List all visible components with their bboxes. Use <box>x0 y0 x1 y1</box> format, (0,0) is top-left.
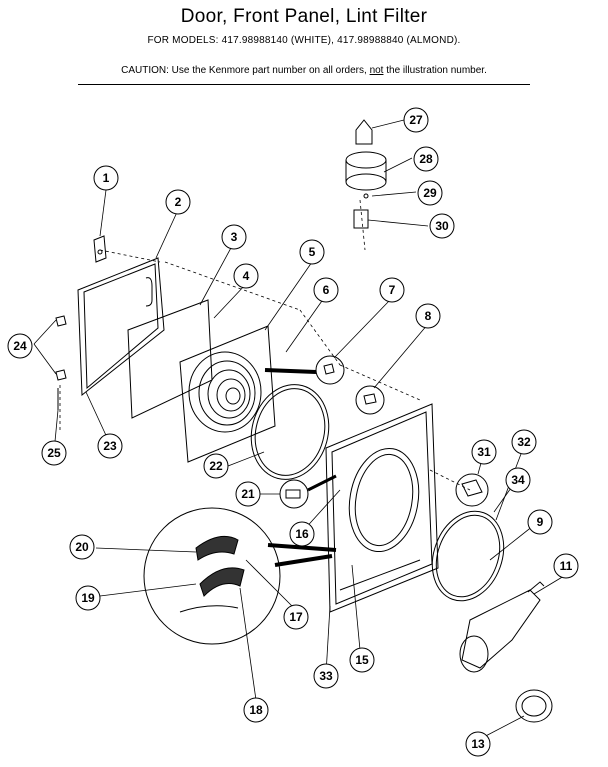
detail-magnifier <box>143 507 337 645</box>
callout-33-label: 33 <box>319 669 333 683</box>
callout-11-label: 11 <box>560 559 573 573</box>
callout-27-label: 27 <box>409 113 423 127</box>
callout-34-label: 34 <box>511 473 525 487</box>
callout-23: 23 <box>97 433 123 459</box>
callout-5-label: 5 <box>309 245 316 259</box>
callout-9-label: 9 <box>537 515 544 529</box>
callout-8: 8 <box>415 303 441 329</box>
callout-33: 33 <box>313 663 339 689</box>
caution-prefix: CAUTION: Use the Kenmore part number on … <box>121 65 370 76</box>
diagram-title: Door, Front Panel, Lint Filter <box>180 6 428 27</box>
callout-22: 22 <box>203 453 229 479</box>
callout-9: 9 <box>527 509 553 535</box>
callout-21: 21 <box>235 481 261 507</box>
part-bracket <box>93 235 107 263</box>
callout-31-label: 31 <box>477 445 491 459</box>
caution-line: CAUTION: Use the Kenmore part number on … <box>0 65 608 76</box>
callout-24: 24 <box>7 333 33 359</box>
callout-8-label: 8 <box>425 309 432 323</box>
callout-11: 11 <box>553 553 579 579</box>
callout-3: 3 <box>221 224 247 250</box>
callout-29: 29 <box>417 180 443 206</box>
part-ring <box>515 689 553 723</box>
callout-24-label: 24 <box>13 339 27 353</box>
part-door-catch <box>355 385 385 415</box>
callout-17-label: 17 <box>289 610 303 624</box>
callout-2: 2 <box>165 189 191 215</box>
caution-emphasis: not <box>369 65 384 76</box>
callout-leaders <box>33 119 565 741</box>
callout-5: 5 <box>299 239 325 265</box>
caution-suffix: the illustration number. <box>383 65 487 76</box>
part-door-gasket <box>250 384 330 480</box>
part-front-panel <box>179 325 276 463</box>
callout-20-label: 20 <box>75 540 89 554</box>
callout-25-label: 25 <box>47 446 61 460</box>
callout-23-label: 23 <box>103 439 117 453</box>
callout-6-label: 6 <box>323 283 330 297</box>
callout-34: 34 <box>505 467 531 493</box>
callout-1-label: 1 <box>103 171 110 185</box>
models-line: FOR MODELS: 417.98988140 (WHITE), 417.98… <box>147 35 461 46</box>
callout-28-label: 28 <box>419 152 433 166</box>
callout-2-label: 2 <box>175 195 182 209</box>
callout-18-label: 18 <box>249 703 263 717</box>
callout-17: 17 <box>283 604 309 630</box>
callout-18: 18 <box>243 697 269 723</box>
callout-7-label: 7 <box>389 283 396 297</box>
callout-27: 27 <box>403 107 429 133</box>
callout-1: 1 <box>93 165 119 191</box>
callout-4-label: 4 <box>243 269 250 283</box>
part-hinge-screws <box>55 315 67 410</box>
part-lamp-assembly <box>345 119 387 229</box>
callout-15: 15 <box>349 647 375 673</box>
callout-15-label: 15 <box>355 653 369 667</box>
callout-25: 25 <box>41 440 67 466</box>
part-lint-duct <box>459 581 545 673</box>
callout-29-label: 29 <box>423 186 437 200</box>
callout-7: 7 <box>379 277 405 303</box>
callout-13-label: 13 <box>471 737 485 751</box>
callouts: 1 2 3 4 5 6 7 8 9 11 13 15 16 17 18 19 2… <box>7 107 579 757</box>
callout-32-label: 32 <box>517 435 531 449</box>
callout-16-label: 16 <box>295 527 309 541</box>
part-duct-ring <box>431 510 505 602</box>
callout-30: 30 <box>429 213 455 239</box>
callout-30-label: 30 <box>435 219 449 233</box>
callout-22-label: 22 <box>209 459 223 473</box>
header-rule <box>78 84 530 85</box>
callout-16: 16 <box>289 521 315 547</box>
callout-6: 6 <box>313 277 339 303</box>
part-front-panel-assembly <box>325 403 439 613</box>
callout-4: 4 <box>233 263 259 289</box>
callout-20: 20 <box>69 534 95 560</box>
callout-32: 32 <box>511 429 537 455</box>
part-door-outer-panel <box>77 257 165 397</box>
callout-21-label: 21 <box>241 487 255 501</box>
callout-3-label: 3 <box>231 230 238 244</box>
callout-19: 19 <box>75 585 101 611</box>
callout-13: 13 <box>465 731 491 757</box>
part-seal-clip <box>455 473 489 507</box>
diagram-header: Door, Front Panel, Lint Filter FOR MODEL… <box>0 0 608 88</box>
callout-31: 31 <box>471 439 497 465</box>
part-hinge-clip <box>264 355 345 385</box>
callout-19-label: 19 <box>81 591 95 605</box>
callout-28: 28 <box>413 146 439 172</box>
